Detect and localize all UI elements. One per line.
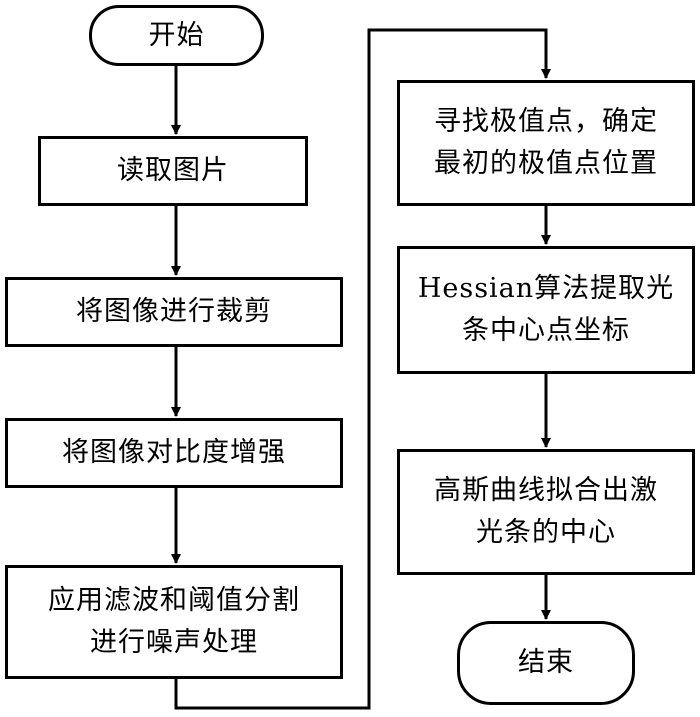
crop-image-step: 将图像进行裁剪 <box>5 277 343 347</box>
hessian-step: Hessian算法提取光 条中心点坐标 <box>397 246 695 374</box>
find-extrema-label: 寻找极值点，确定 最初的极值点位置 <box>434 106 658 179</box>
denoise-step: 应用滤波和阈值分割 进行噪声处理 <box>5 565 343 679</box>
hessian-label: Hessian算法提取光 条中心点坐标 <box>417 273 675 346</box>
gaussian-fit-label: 高斯曲线拟合出激 光条的中心 <box>434 475 658 548</box>
enhance-contrast-label: 将图像对比度增强 <box>62 437 286 468</box>
gaussian-fit-step: 高斯曲线拟合出激 光条的中心 <box>397 449 695 575</box>
enhance-contrast-step: 将图像对比度增强 <box>5 418 343 488</box>
arrow-denoise-to-find-extrema <box>174 28 551 710</box>
find-extrema-step: 寻找极值点，确定 最初的极值点位置 <box>397 80 695 206</box>
read-image-label: 读取图片 <box>117 155 229 186</box>
start-label: 开始 <box>148 19 205 51</box>
read-image-step: 读取图片 <box>38 136 308 206</box>
end-label: 结束 <box>518 647 574 678</box>
end-terminal: 结束 <box>457 621 635 705</box>
denoise-label: 应用滤波和阈值分割 进行噪声处理 <box>48 585 300 658</box>
start-terminal: 开始 <box>89 5 264 66</box>
crop-image-label: 将图像进行裁剪 <box>76 296 272 327</box>
